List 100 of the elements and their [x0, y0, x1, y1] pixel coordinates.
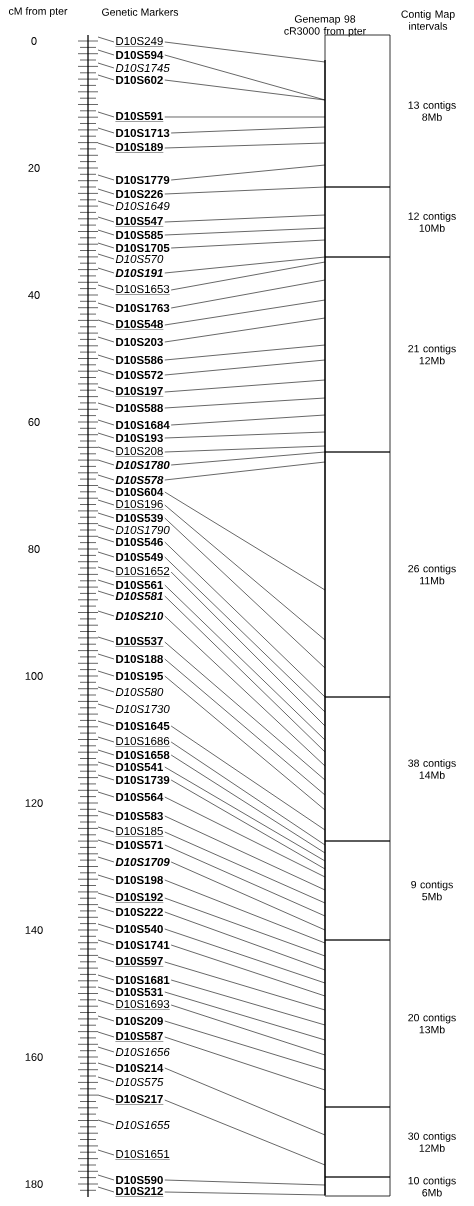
- connector-line: [164, 359, 326, 376]
- marker-label: D10S602: [116, 75, 163, 85]
- marker-label: D10S196: [115, 499, 164, 510]
- leader-line: [97, 524, 115, 531]
- connector-line: [170, 861, 326, 931]
- connector-line: [164, 1020, 326, 1071]
- marker-label: D10S581: [115, 591, 163, 601]
- leader-line: [97, 791, 115, 798]
- ruler-drawing: [77, 34, 99, 1198]
- leader-line: [97, 216, 115, 223]
- marker-label: D10S188: [116, 654, 163, 664]
- node-label: 21 contigs 12Mb: [408, 344, 456, 365]
- marker-label: D10S591: [115, 111, 164, 122]
- connector-line: [170, 279, 326, 309]
- contig-interval: 10 contigs 6Mb: [324, 1176, 456, 1197]
- connector-line: [164, 504, 326, 641]
- connector-line: [164, 41, 326, 63]
- leader-line: [97, 386, 115, 393]
- column-heading: Genetic Markers: [102, 8, 179, 16]
- marker-label: D10S197: [115, 386, 164, 397]
- connector-line: [164, 879, 326, 944]
- marker-label: D10S546: [116, 537, 163, 547]
- marker-label: D10S1658: [116, 750, 170, 760]
- leader-line: [97, 486, 115, 493]
- marker-label: D10S531: [116, 987, 163, 997]
- axis-number: 40: [28, 291, 40, 299]
- leader-line: [97, 686, 115, 693]
- marker-label: D10S1709: [115, 857, 170, 867]
- connector-line: [170, 741, 326, 846]
- leader-line: [97, 761, 115, 768]
- marker-label: D10S1686: [115, 736, 170, 747]
- axis-number: 80: [28, 545, 40, 553]
- marker-label: D10S580: [115, 687, 164, 697]
- leader-line: [97, 1015, 115, 1022]
- marker-label: D10S539: [116, 513, 163, 523]
- marker-label: D10S249: [115, 36, 164, 47]
- marker-label: D10S564: [116, 792, 164, 802]
- connector-line: [164, 961, 326, 1011]
- connector-line: [164, 227, 326, 236]
- marker-label: D10S1745: [115, 63, 170, 73]
- contig-interval: 30 contigs 12Mb: [324, 1106, 456, 1178]
- node-label: 13 contigs 8Mb: [408, 101, 456, 121]
- marker-label: D10S1780: [115, 460, 170, 470]
- leader-line: [97, 1062, 115, 1069]
- leader-line: [97, 1119, 115, 1126]
- leader-line: [97, 774, 115, 781]
- marker-label: D10S588: [116, 403, 163, 413]
- marker-label: D10S203: [116, 337, 163, 347]
- connector-line: [164, 317, 326, 343]
- marker-label: D10S585: [116, 230, 163, 240]
- contig-interval: 9 contigs 5Mb: [324, 840, 453, 941]
- leader-line: [97, 74, 115, 81]
- axis-number: 180: [25, 1180, 43, 1188]
- connector-line: [164, 897, 326, 957]
- marker-label: D10S1779: [116, 175, 170, 185]
- connector-line: [164, 397, 326, 409]
- marker-label: D10S1653: [115, 284, 170, 295]
- leader-line: [97, 459, 115, 466]
- marker-label: D10S594: [116, 50, 164, 60]
- leader-line: [97, 551, 115, 558]
- leader-line: [97, 653, 115, 660]
- leader-line: [97, 267, 115, 274]
- marker-label: D10S1693: [115, 999, 170, 1010]
- marker-label: D10S217: [115, 1094, 164, 1105]
- marker-label: D10S548: [115, 319, 164, 330]
- marker-label: D10S1705: [116, 243, 170, 253]
- marker-label: D10S208: [115, 446, 164, 457]
- marker-label: D10S1713: [116, 128, 170, 138]
- connector-line: [164, 1099, 326, 1166]
- marker-label: D10S537: [115, 636, 164, 647]
- node-label: 30 contigs 12Mb: [408, 1132, 456, 1152]
- leader-line: [97, 1076, 115, 1083]
- leader-line: [97, 1094, 115, 1101]
- connector-line: [170, 414, 326, 426]
- connector-line: [164, 186, 326, 195]
- leader-line: [97, 302, 115, 309]
- connector-line: [164, 1067, 326, 1136]
- connector-line: [170, 725, 326, 831]
- leader-line: [97, 253, 115, 260]
- leader-line: [97, 974, 115, 981]
- marker-label: D10S226: [116, 189, 163, 199]
- connector-line: [164, 79, 326, 101]
- connector-line: [164, 911, 326, 971]
- marker-label: D10S185: [115, 826, 164, 837]
- contig-interval: 26 contigs 11Mb: [324, 451, 456, 698]
- connector-line: [164, 766, 326, 862]
- marker-label: D10S193: [116, 433, 163, 443]
- axis-number: 60: [28, 418, 40, 426]
- leader-line: [97, 590, 115, 597]
- connector-line: [164, 675, 326, 811]
- node-label: Genemap 98 cR3000 from pter: [284, 15, 366, 37]
- leader-line: [97, 610, 115, 617]
- leader-line: [97, 703, 115, 710]
- leader-line: [97, 111, 115, 118]
- connector-line: [164, 615, 326, 767]
- leader-line: [97, 906, 115, 913]
- marker-label: D10S1763: [116, 303, 170, 313]
- leader-line: [97, 1031, 115, 1038]
- leader-line: [97, 419, 115, 426]
- marker-label: D10S189: [115, 142, 164, 153]
